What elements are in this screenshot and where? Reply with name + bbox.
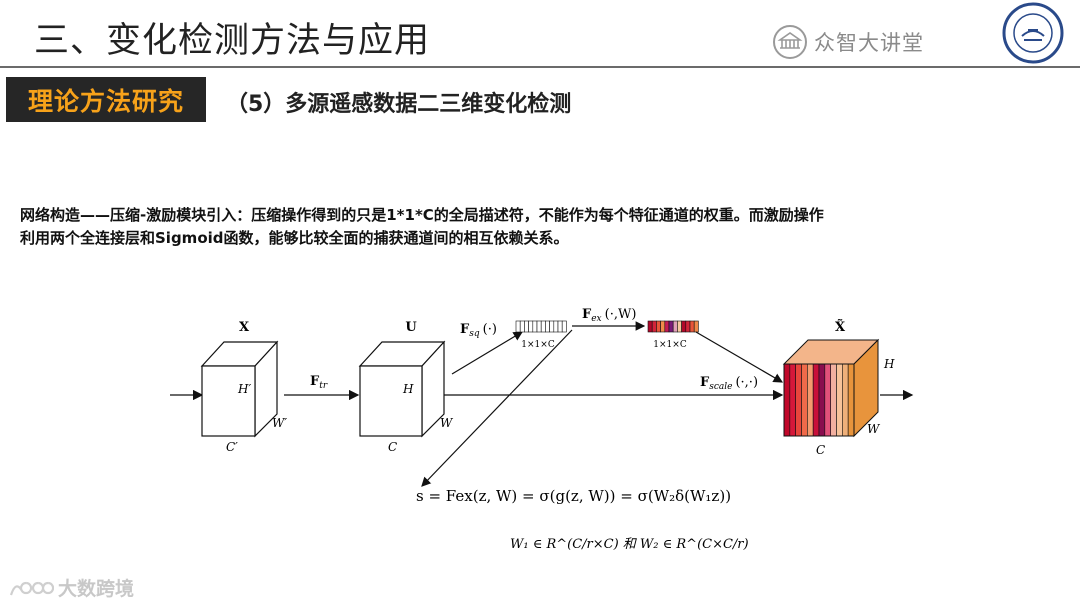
u-height: H bbox=[402, 382, 414, 396]
equation-arrow bbox=[421, 329, 573, 487]
output-channel bbox=[824, 363, 831, 437]
squeeze-cell bbox=[540, 320, 546, 333]
output-channel bbox=[789, 363, 796, 437]
slide-title: 三、变化检测方法与应用 bbox=[34, 21, 431, 61]
section-subtitle: （5）多源遥感数据二三维变化检测 bbox=[226, 92, 572, 117]
excite-cell bbox=[685, 320, 691, 333]
se-equation: s = Fex(z, W) = σ(g(z, W)) = σ(W₂δ(W₁z)) bbox=[416, 487, 731, 505]
excite-cell bbox=[668, 320, 674, 333]
squeeze-cell bbox=[561, 320, 567, 333]
squeeze-cell bbox=[549, 320, 555, 333]
x-label: X bbox=[239, 320, 250, 335]
description-line-2: 利用两个全连接层和Sigmoid函数，能够比较全面的捕获通道间的相互依赖关系。 bbox=[20, 229, 569, 247]
watermark-logo-icon bbox=[9, 581, 54, 595]
squeeze-cell bbox=[528, 320, 534, 333]
x-channels: C′ bbox=[226, 440, 238, 454]
building-icon bbox=[773, 25, 807, 59]
u-channels: C bbox=[388, 440, 397, 454]
output-channel bbox=[812, 363, 820, 437]
output-channel bbox=[801, 363, 808, 437]
excite-cell bbox=[681, 320, 687, 333]
description-paragraph: 网络构造——压缩-激励模块引入：压缩操作得到的只是1*1*C的全局描述符，不能作… bbox=[20, 204, 1020, 250]
squeeze-cell bbox=[545, 320, 550, 333]
excite-cell bbox=[647, 320, 653, 333]
output-channel bbox=[842, 363, 849, 437]
section-badge: 理论方法研究 bbox=[6, 77, 206, 122]
output-tensor bbox=[782, 338, 880, 438]
badge-label: 理论方法研究 bbox=[27, 86, 184, 116]
description-line-1: 网络构造——压缩-激励模块引入：压缩操作得到的只是1*1*C的全局描述符，不能作… bbox=[20, 206, 824, 224]
output-channel bbox=[783, 363, 791, 437]
ftr-label: Ftr bbox=[310, 374, 328, 391]
u-label: U bbox=[405, 320, 417, 335]
output-channel bbox=[830, 363, 837, 437]
excite-cell bbox=[693, 320, 699, 333]
squeeze-cell bbox=[515, 320, 521, 333]
scale-weights-arrow bbox=[695, 331, 784, 383]
excite-dim: 1×1×C bbox=[653, 340, 687, 350]
university-seal-icon bbox=[1002, 2, 1064, 64]
squeeze-cell bbox=[536, 320, 542, 333]
x-height: H′ bbox=[237, 382, 251, 396]
watermark-text: 大数跨境 bbox=[58, 578, 135, 600]
squeeze-cell bbox=[532, 320, 538, 333]
input-tensor-x bbox=[200, 340, 279, 438]
squeeze-cell bbox=[524, 320, 529, 333]
excite-cell bbox=[660, 320, 666, 333]
feature-tensor-u bbox=[358, 340, 446, 438]
output-channel bbox=[836, 363, 843, 437]
xtilde-width: W bbox=[867, 422, 881, 436]
brand-logo: 众智大讲堂 bbox=[772, 24, 924, 60]
squeeze-cell bbox=[519, 320, 525, 333]
xtilde-channels: C bbox=[816, 443, 825, 457]
excite-cell bbox=[677, 320, 682, 333]
excite-cell bbox=[656, 320, 661, 333]
excitation-vector bbox=[647, 320, 699, 333]
excite-cell bbox=[651, 320, 657, 333]
brand-name: 众智大讲堂 bbox=[814, 31, 924, 55]
output-channel bbox=[847, 363, 855, 437]
fex-label: Fex(·,W) bbox=[582, 307, 636, 324]
xtilde-label: X̃ bbox=[835, 319, 846, 335]
se-block-diagram: X H′ W′ C′ Ftr U H W C Fsq(·) 1×1×C Fex(… bbox=[170, 307, 914, 552]
x-width: W′ bbox=[272, 416, 287, 430]
squeeze-dim: 1×1×C bbox=[521, 340, 555, 350]
u-width: W bbox=[440, 416, 454, 430]
fscale-label: Fscale(·,·) bbox=[700, 375, 758, 392]
output-channel bbox=[795, 363, 802, 437]
excite-cell bbox=[672, 320, 678, 333]
excite-cell bbox=[664, 320, 670, 333]
output-channel bbox=[818, 363, 826, 437]
fsq-label: Fsq(·) bbox=[460, 322, 497, 339]
squeeze-vector bbox=[515, 320, 567, 333]
excite-cell bbox=[689, 320, 695, 333]
xtilde-height: H bbox=[883, 357, 895, 371]
weight-dims: W₁ ∈ R^(C/r×C) 和 W₂ ∈ R^(C×C/r) bbox=[510, 537, 749, 552]
squeeze-cell bbox=[557, 320, 563, 333]
squeeze-cell bbox=[553, 320, 559, 333]
title-divider bbox=[0, 66, 1080, 68]
watermark: 大数跨境 bbox=[8, 574, 134, 601]
squeeze-arrow bbox=[451, 331, 524, 375]
output-channel bbox=[807, 363, 814, 437]
